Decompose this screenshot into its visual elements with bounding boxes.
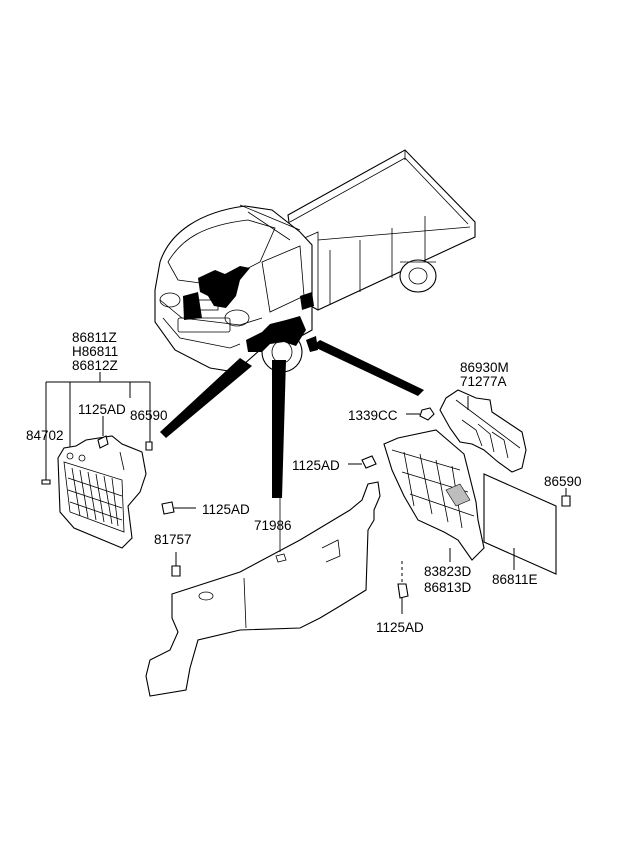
- part-label-71277a: 71277A: [460, 374, 507, 389]
- part-label-1339cc: 1339CC: [348, 408, 398, 423]
- part-label-83823d: 83823D: [424, 564, 472, 579]
- truck-illustration: [154, 149, 476, 498]
- part-label-84702: 84702: [26, 428, 64, 443]
- part-label-1125ad-bottom: 1125AD: [376, 620, 424, 635]
- part-label-1125ad-mid: 1125AD: [202, 502, 250, 517]
- part-label-86812z: 86812Z: [72, 358, 118, 373]
- part-label-86811z: 86811Z: [72, 330, 117, 345]
- part-label-h86811: H86811: [72, 344, 119, 359]
- part-label-1125ad-right: 1125AD: [292, 458, 340, 473]
- part-label-86930m: 86930M: [460, 360, 509, 375]
- right-guard-assembly: [348, 389, 571, 614]
- part-label-86811e: 86811E: [492, 572, 538, 587]
- part-label-86590-right: 86590: [544, 474, 582, 489]
- part-label-81757: 81757: [154, 532, 192, 547]
- part-label-86590-left: 86590: [130, 408, 168, 423]
- part-label-1125ad-top-left: 1125AD: [78, 402, 126, 417]
- inner-liner-71986: [145, 481, 381, 697]
- left-guard-assembly: [41, 372, 196, 549]
- part-label-71986: 71986: [254, 518, 292, 533]
- part-label-86813d: 86813D: [424, 580, 472, 595]
